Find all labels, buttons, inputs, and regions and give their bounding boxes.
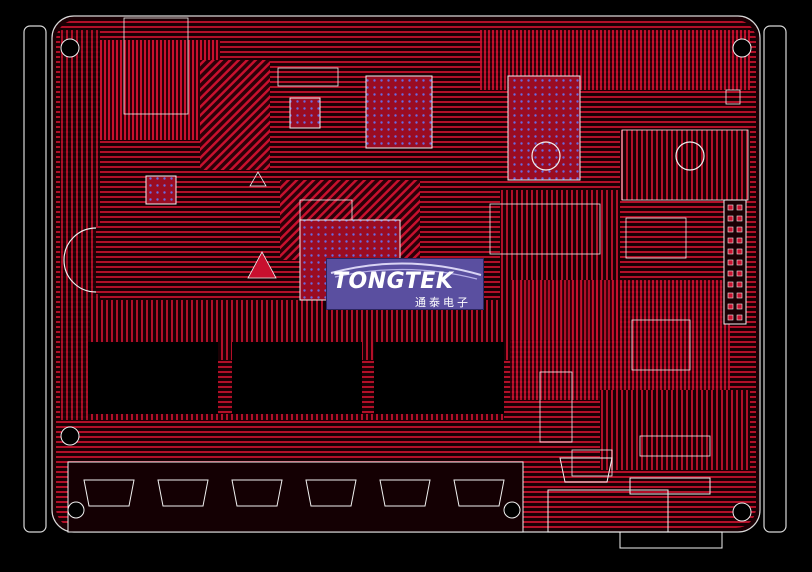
esd-warning-marks: [247, 171, 277, 279]
memory-sockets: [88, 336, 504, 420]
tongtek-logo: TONGTEK 通泰电子: [326, 258, 484, 310]
pin-header: [723, 199, 747, 325]
db-connectors: [67, 457, 723, 549]
battery-holder: [63, 141, 705, 294]
component-outlines: [123, 17, 749, 477]
logo-swoosh-graphic: [330, 262, 482, 280]
mounting-holes: [60, 38, 752, 522]
logo-subtitle-text: 通泰电子: [415, 296, 471, 309]
logo-brand-text: TONGTEK: [333, 269, 454, 294]
